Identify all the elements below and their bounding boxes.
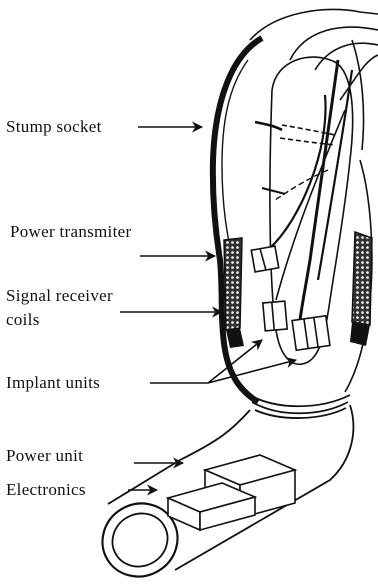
implant-unit-middle — [263, 301, 287, 331]
wires — [255, 60, 352, 320]
label-signal-receiver: Signal receiver — [6, 285, 113, 307]
label-stump-socket: Stump socket — [6, 116, 102, 138]
label-signal-receiver-coils: coils — [6, 309, 40, 331]
socket-connector — [250, 395, 350, 418]
label-power-transmitter: Power transmiter — [10, 221, 131, 243]
label-electronics: Electronics — [6, 479, 86, 501]
implant-unit-upper — [251, 246, 278, 272]
label-implant-units: Implant units — [6, 372, 100, 394]
thigh-outline — [250, 9, 378, 100]
implant-units — [251, 246, 330, 350]
implant-unit-lower — [292, 316, 330, 350]
label-power-unit: Power unit — [6, 445, 83, 467]
